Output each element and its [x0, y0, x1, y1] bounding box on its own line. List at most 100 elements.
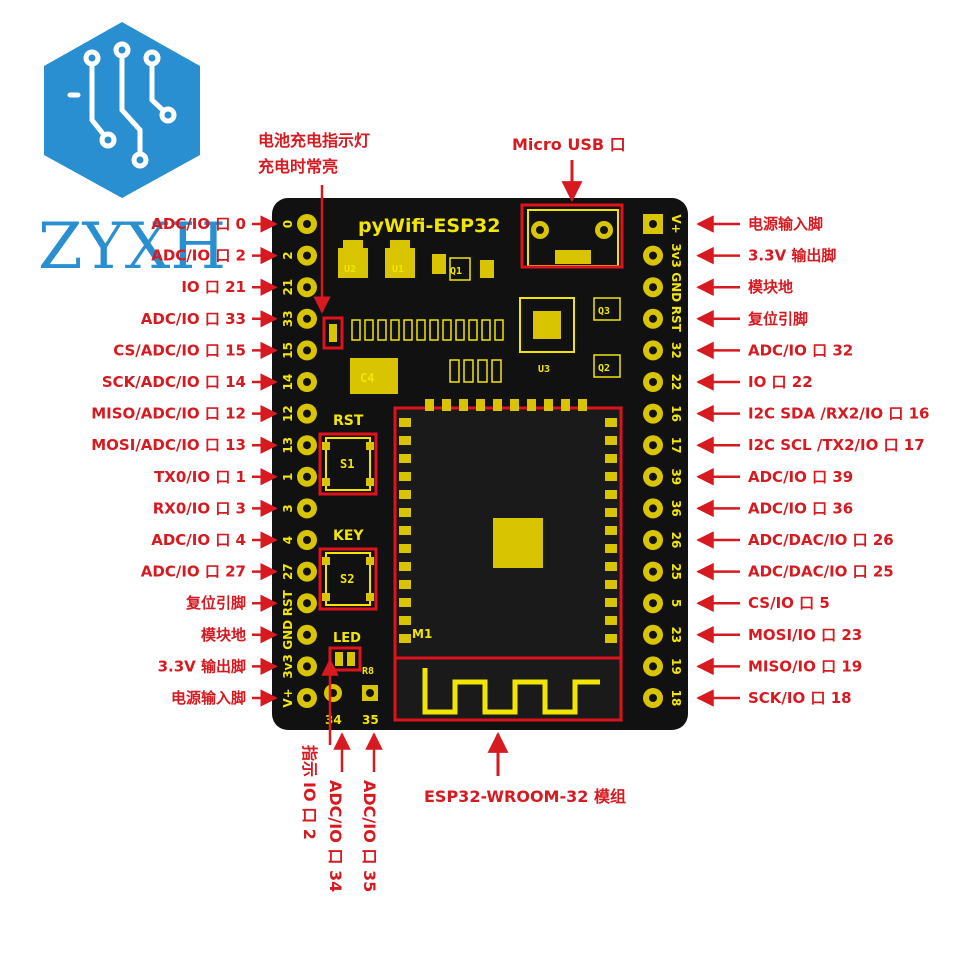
left-pin-label: 3.3V 输出脚: [158, 657, 246, 675]
left-pin-silk: GND: [281, 620, 295, 650]
right-pin-silk: GND: [669, 272, 683, 302]
right-pin-label: MISO/IO 口 19: [748, 657, 862, 675]
right-pin-silk: 39: [669, 468, 683, 485]
left-pin-label: ADC/IO 口 0: [151, 215, 246, 233]
smd-component: [403, 319, 413, 341]
module-pad: [399, 634, 411, 643]
left-pin-label: MOSI/ADC/IO 口 13: [91, 436, 246, 454]
right-pin-label: I2C SDA /RX2/IO 口 16: [748, 405, 930, 423]
left-pin-hole: [303, 662, 311, 671]
right-pin-hole: [649, 220, 657, 228]
left-pin-silk: 21: [281, 279, 295, 296]
module-pad: [399, 580, 411, 589]
module-pad: [510, 399, 519, 411]
left-pin-silk: 1: [281, 473, 295, 481]
esp32-module: M1: [393, 406, 623, 722]
left-pin-silk: 14: [281, 374, 295, 391]
right-pin-silk: 22: [669, 374, 683, 391]
left-pin-label: TX0/IO 口 1: [154, 468, 246, 486]
left-pin-label: ADC/IO 口 27: [141, 563, 246, 581]
left-pin-silk: 3: [281, 504, 295, 512]
s1-highlight: [318, 432, 378, 496]
q3-label: Q3: [598, 306, 610, 317]
module-ground-pad: [493, 518, 543, 568]
right-pin-label: CS/IO 口 5: [748, 594, 830, 612]
left-pin-hole: [303, 630, 311, 639]
q1-label: Q1: [450, 266, 462, 277]
usb-highlight-box: [520, 203, 624, 269]
left-pin-silk: 27: [281, 563, 295, 580]
chip-u3: U3: [519, 297, 575, 375]
circuit-lines-icon: [67, 41, 177, 169]
module-pad: [605, 418, 617, 427]
module-castellated-pads: [399, 399, 617, 643]
left-pin-hole: [303, 472, 311, 481]
right-pin-silk: 36: [669, 500, 683, 517]
smd-component: [468, 319, 478, 341]
right-pin-label: 3.3V 输出脚: [748, 247, 836, 265]
module-pad: [561, 399, 570, 411]
module-pad: [442, 399, 451, 411]
right-pin-label: ADC/DAC/IO 口 25: [748, 563, 894, 581]
s2-highlight: [318, 547, 378, 611]
smd-component: [390, 319, 400, 341]
left-pin-hole: [303, 567, 311, 576]
charge-led-highlight: [322, 316, 344, 350]
charge-led-note-line1: 电池充电指示灯: [258, 131, 370, 150]
right-pin-hole: [649, 314, 657, 323]
transistors: Q3 Q2: [593, 297, 621, 378]
left-pin-label: RX0/IO 口 3: [153, 499, 246, 517]
module-pad: [605, 526, 617, 535]
right-pin-label: MOSI/IO 口 23: [748, 626, 862, 644]
io34-note: ADC/IO 口 34: [326, 732, 351, 892]
u2-label: U2: [344, 264, 356, 275]
left-pin-silk: 15: [281, 342, 295, 359]
left-pin-hole: [303, 251, 311, 260]
micro-usb-note-text: Micro USB 口: [512, 135, 626, 154]
s1-label: S1: [340, 457, 354, 471]
module-pad: [399, 616, 411, 625]
io2-note: 指示 IO 口 2: [300, 658, 339, 840]
module-pad: [544, 399, 553, 411]
module-pad: [399, 436, 411, 445]
smd-component: [449, 359, 460, 383]
bottom-pads: 34 35: [324, 684, 379, 727]
right-pin-hole: [649, 504, 657, 513]
left-pin-label: MISO/ADC/IO 口 12: [91, 405, 246, 423]
r8-label: R8: [362, 666, 374, 677]
module-pad: [399, 598, 411, 607]
module-label: M1: [412, 627, 432, 641]
left-pin-silk: 12: [281, 405, 295, 422]
smd-component: [463, 359, 474, 383]
smd-component: [429, 319, 439, 341]
left-pin-label: CS/ADC/IO 口 15: [113, 341, 246, 359]
right-pin-label: ADC/DAC/IO 口 26: [748, 531, 894, 549]
module-pad: [605, 508, 617, 517]
left-pin-silk: 0: [281, 220, 295, 228]
module-pad: [399, 490, 411, 499]
smd-component: [442, 319, 452, 341]
right-pin-hole: [649, 694, 657, 702]
passive-components: [351, 319, 504, 383]
logo-text: ZYXH: [38, 210, 226, 284]
right-pin-hole: [649, 441, 657, 450]
module-pad: [425, 399, 434, 411]
antenna-highlight: [393, 656, 623, 722]
left-pin-silk: V+: [281, 688, 295, 707]
left-pin-silk: RST: [281, 589, 295, 616]
left-pin-label: ADC/IO 口 4: [151, 531, 246, 549]
left-pin-silk: 33: [281, 310, 295, 327]
right-pin-hole: [649, 630, 657, 639]
right-pin-silk: RST: [669, 306, 683, 333]
q2-label: Q2: [598, 363, 610, 374]
smd-component: [416, 319, 426, 341]
right-pin-silk: 17: [669, 437, 683, 454]
logo: ZYXH: [38, 22, 226, 284]
board-title: pyWifi-ESP32: [358, 215, 500, 237]
c4-label: C4: [360, 371, 374, 385]
module-note: ESP32-WROOM-32 模组: [424, 731, 626, 806]
